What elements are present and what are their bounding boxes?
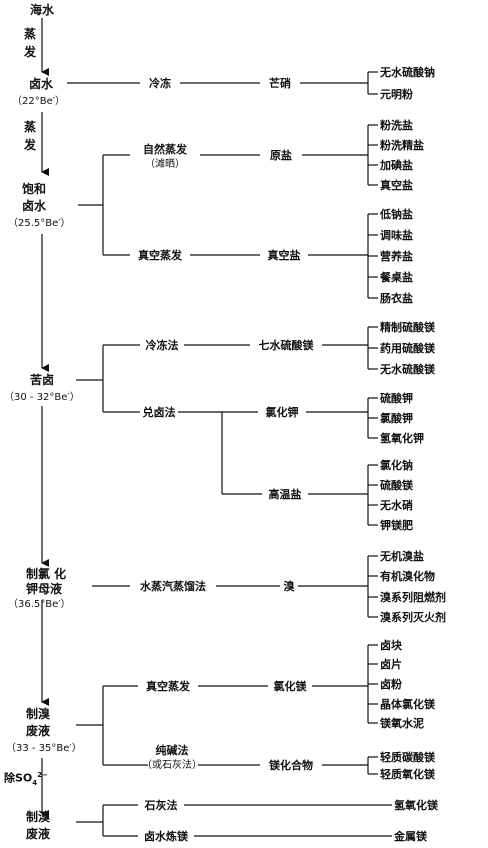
- node-bittern: 苦卤: [30, 373, 55, 387]
- node-brine-degree: （22°Be′）: [12, 96, 66, 107]
- product-magnesium-sulfate: 硫酸镁: [380, 479, 413, 492]
- process-brine-magnesium: 卤水炼镁: [144, 830, 188, 843]
- product-anhydrous-nitre: 无水硝: [380, 499, 413, 512]
- label-evaporate-2a: 蒸: [24, 120, 37, 134]
- product-brine-block: 卤块: [380, 639, 402, 652]
- product-light-mg-carbonate: 轻质碳酸镁: [380, 751, 435, 764]
- product-bromine-extinguisher: 溴系列灭火剂: [380, 611, 446, 624]
- product-magnesia-cement: 镁氧水泥: [380, 717, 424, 730]
- process-steam-distillation: 水蒸汽蒸馏法: [140, 580, 206, 593]
- node-saturated-brine-a: 饱和: [22, 182, 47, 196]
- node-saturated-brine-degree: （25.5°Be′）: [8, 218, 71, 229]
- node-bromine-waste-degree: （33 - 35°Be′）: [6, 743, 82, 754]
- product-anhydrous-mgso4: 无水硫酸镁: [380, 363, 435, 376]
- product-metallic-mg: 金属镁: [394, 830, 427, 843]
- product-sodium-chloride: 氯化钠: [380, 459, 413, 472]
- process-soda: 纯碱法: [155, 744, 189, 757]
- node-kcl-mother-liquor-degree: （36.5°Be′）: [8, 599, 71, 610]
- node-saturated-brine-b: 卤水: [22, 199, 47, 213]
- product-refined-mgso4: 精制硫酸镁: [380, 321, 435, 334]
- product-table-salt: 餐桌盐: [380, 271, 413, 284]
- intermediate-bromine: 溴: [283, 580, 295, 593]
- product-k-mg-fertilizer: 钾镁肥: [380, 519, 413, 532]
- intermediate-potassium-chloride: 氯化钾: [265, 406, 299, 419]
- product-light-mg-oxide: 轻质氧化镁: [380, 768, 435, 781]
- product-yuanmingfen: 元明粉: [380, 88, 413, 101]
- label-evaporate-1a: 蒸: [24, 27, 37, 41]
- product-casing-salt: 肠衣盐: [380, 292, 413, 305]
- intermediate-raw-salt: 原盐: [270, 149, 292, 162]
- product-anhydrous-sodium-sulfate: 无水硫酸钠: [380, 66, 435, 79]
- product-bromine-flame-retardant: 溴系列阻燃剂: [380, 591, 446, 604]
- node-bromine-waste-a: 制溴: [26, 707, 51, 721]
- product-inorganic-bromide: 无机溴盐: [380, 550, 424, 563]
- intermediate-mirabilite: 芒硝: [269, 77, 291, 90]
- product-potassium-chlorate: 氯酸钾: [380, 412, 413, 425]
- node-kcl-mother-liquor-a: 制氯 化: [26, 567, 67, 581]
- product-potassium-hydroxide: 氢氧化钾: [380, 432, 424, 445]
- product-iodized-salt: 加碘盐: [380, 159, 413, 172]
- node-bromine-waste-2a: 制溴: [26, 810, 51, 824]
- intermediate-magnesium-compound: 镁化合物: [269, 759, 313, 772]
- node-seawater: 海水: [30, 3, 55, 17]
- intermediate-magnesium-chloride: 氯化镁: [273, 680, 307, 693]
- process-lime: 石灰法: [144, 799, 178, 812]
- product-vacuum-salt: 真空盐: [380, 179, 413, 192]
- process-blending: 兑卤法: [142, 406, 176, 419]
- process-vacuum-evaporation-1: 真空蒸发: [138, 249, 182, 262]
- product-nutrition-salt: 营养盐: [380, 250, 413, 263]
- node-bittern-degree: （30 - 32°Be′）: [4, 392, 80, 403]
- product-low-sodium-salt: 低钠盐: [380, 208, 413, 221]
- product-crystal-mgcl2: 晶体氯化镁: [380, 698, 435, 711]
- intermediate-high-temp-salt: 高温盐: [268, 488, 302, 501]
- product-washed-fine-salt: 粉洗精盐: [380, 139, 424, 152]
- label-evaporate-2b: 发: [24, 138, 37, 152]
- node-brine: 卤水: [29, 77, 54, 91]
- process-vacuum-evaporation-2: 真空蒸发: [146, 680, 190, 693]
- product-washed-salt: 粉洗盐: [380, 119, 413, 132]
- product-brine-powder: 卤粉: [380, 678, 402, 691]
- process-natural-evaporation: 自然蒸发: [143, 143, 187, 156]
- product-organic-bromide: 有机溴化物: [380, 570, 435, 583]
- process-freeze-2: 冷冻法: [145, 339, 179, 352]
- node-kcl-mother-liquor-b: 钾母液: [26, 582, 63, 596]
- label-evaporate-1b: 发: [24, 45, 37, 59]
- product-potassium-sulfate: 硫酸钾: [380, 392, 413, 405]
- product-brine-flake: 卤片: [380, 658, 402, 671]
- intermediate-vacuum-salt: 真空盐: [267, 249, 301, 262]
- intermediate-epsom-salt: 七水硫酸镁: [258, 339, 314, 352]
- process-soda-note: （或石灰法）: [142, 760, 202, 771]
- product-mg-hydroxide: 氢氧化镁: [394, 799, 438, 812]
- node-bromine-waste-2b: 废液: [26, 827, 51, 841]
- process-freeze-1: 冷冻: [149, 77, 171, 90]
- process-natural-evaporation-note: （滩晒）: [145, 159, 185, 170]
- node-bromine-waste-b: 废液: [26, 724, 51, 738]
- product-seasoning-salt: 调味盐: [380, 229, 413, 242]
- label-remove-sulfate: 除SO42−: [4, 771, 48, 787]
- product-medicinal-mgso4: 药用硫酸镁: [380, 342, 435, 355]
